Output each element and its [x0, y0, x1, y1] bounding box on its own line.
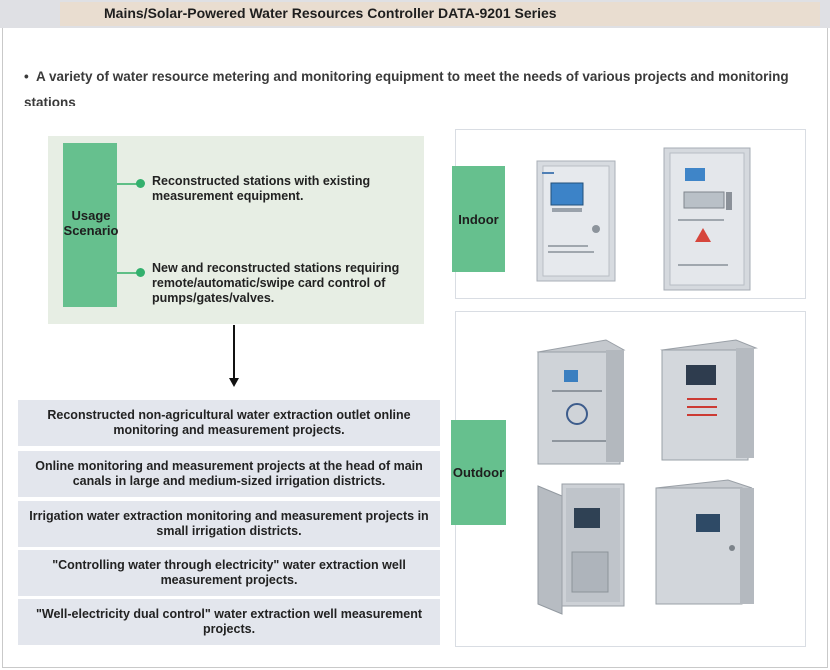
project-item-5: "Well-electricity dual control" water ex… — [18, 599, 440, 645]
indoor-tag: Indoor — [452, 166, 505, 272]
outdoor-cabinet-4 — [655, 479, 754, 605]
scenario-item-2: New and reconstructed stations requiring… — [152, 261, 400, 305]
outdoor-cabinet-2 — [660, 339, 758, 461]
indoor-cabinet-2 — [663, 147, 751, 291]
indoor-cabinets-image — [536, 147, 751, 291]
project-item-4: "Controlling water through electricity" … — [18, 550, 440, 596]
project-item-3: Irrigation water extraction monitoring a… — [18, 501, 440, 547]
outdoor-tag: Outdoor — [451, 420, 506, 525]
usage-scenario-label: Usage Scenario — [63, 208, 119, 238]
outdoor-cabinet-1 — [536, 339, 626, 465]
intro-bullet: • A variety of water resource metering a… — [24, 64, 804, 106]
scenario-connector-1 — [117, 183, 139, 185]
outdoor-cabinets-image — [536, 339, 758, 615]
usage-scenario-tag — [63, 143, 117, 307]
indoor-photo-panel — [455, 129, 806, 299]
project-item-2: Online monitoring and measurement projec… — [18, 451, 440, 497]
outdoor-photo-panel — [455, 311, 806, 647]
scenario-connector-2 — [117, 272, 139, 274]
scenario-node-1 — [136, 179, 145, 188]
title-bar: Mains/Solar-Powered Water Resources Cont… — [0, 0, 830, 28]
flow-arrow-line — [233, 325, 235, 379]
scenario-node-2 — [136, 268, 145, 277]
bullet-symbol: • — [24, 69, 29, 84]
scenario-item-1: Reconstructed stations with existing mea… — [152, 174, 371, 203]
indoor-cabinet-1 — [536, 160, 616, 282]
intro-bullet-text: A variety of water resource metering and… — [24, 69, 789, 106]
flow-arrow-head — [229, 378, 239, 387]
title-strip — [60, 2, 820, 26]
outdoor-cabinet-3 — [537, 483, 625, 615]
page-title: Mains/Solar-Powered Water Resources Cont… — [104, 5, 557, 21]
project-item-1: Reconstructed non-agricultural water ext… — [18, 400, 440, 446]
